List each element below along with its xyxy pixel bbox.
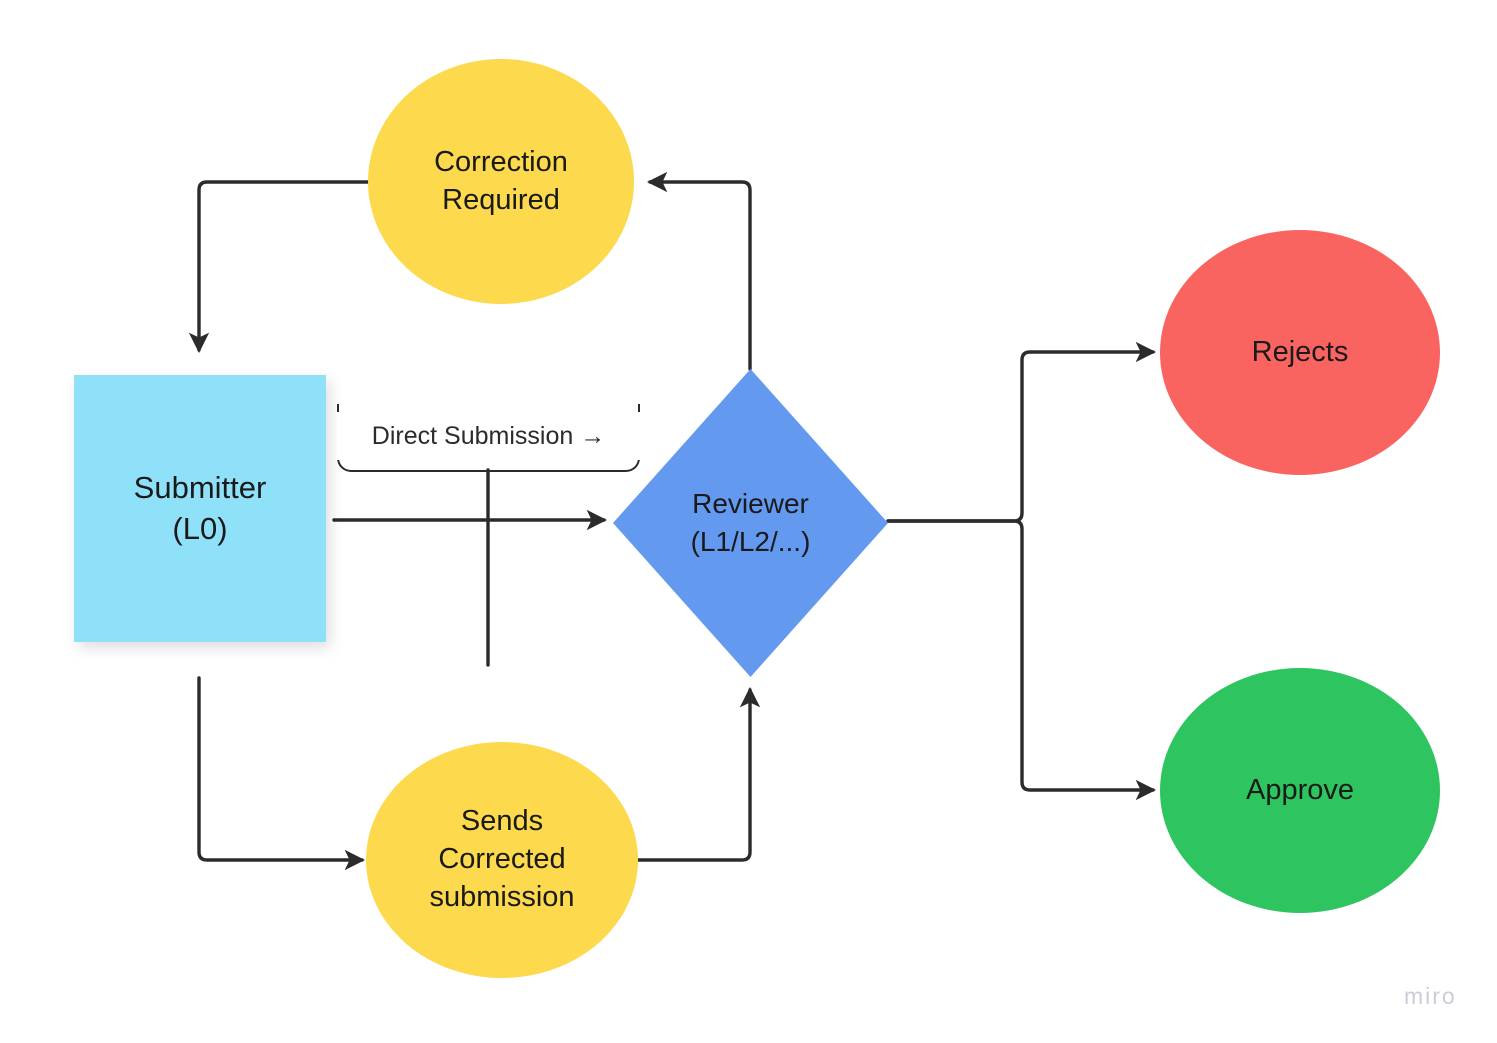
- node-approve[interactable]: Approve: [1160, 668, 1440, 913]
- miro-watermark: miro: [1404, 983, 1457, 1009]
- node-reviewer[interactable]: Reviewer (L1/L2/...): [613, 369, 888, 677]
- edge-reviewer-to-correction: [646, 171, 752, 371]
- node-reviewer-label: Reviewer (L1/L2/...): [690, 488, 811, 557]
- edge-reviewer-to-approve: [886, 519, 1157, 801]
- edge-reviewer-to-rejects: [886, 341, 1157, 523]
- edge-submitter-to-sends-corrected: [197, 676, 366, 871]
- edge-label-direct-submission[interactable]: Direct Submission →: [337, 412, 640, 460]
- node-submitter[interactable]: Submitter (L0): [74, 375, 326, 642]
- edge-correction-to-submitter: [188, 180, 370, 354]
- node-rejects[interactable]: Rejects: [1160, 230, 1440, 475]
- node-sends-corrected-submission[interactable]: Sends Corrected submission: [366, 742, 638, 978]
- edge-sends-corrected-to-reviewer: [636, 686, 761, 862]
- node-correction-required[interactable]: Correction Required: [368, 59, 634, 304]
